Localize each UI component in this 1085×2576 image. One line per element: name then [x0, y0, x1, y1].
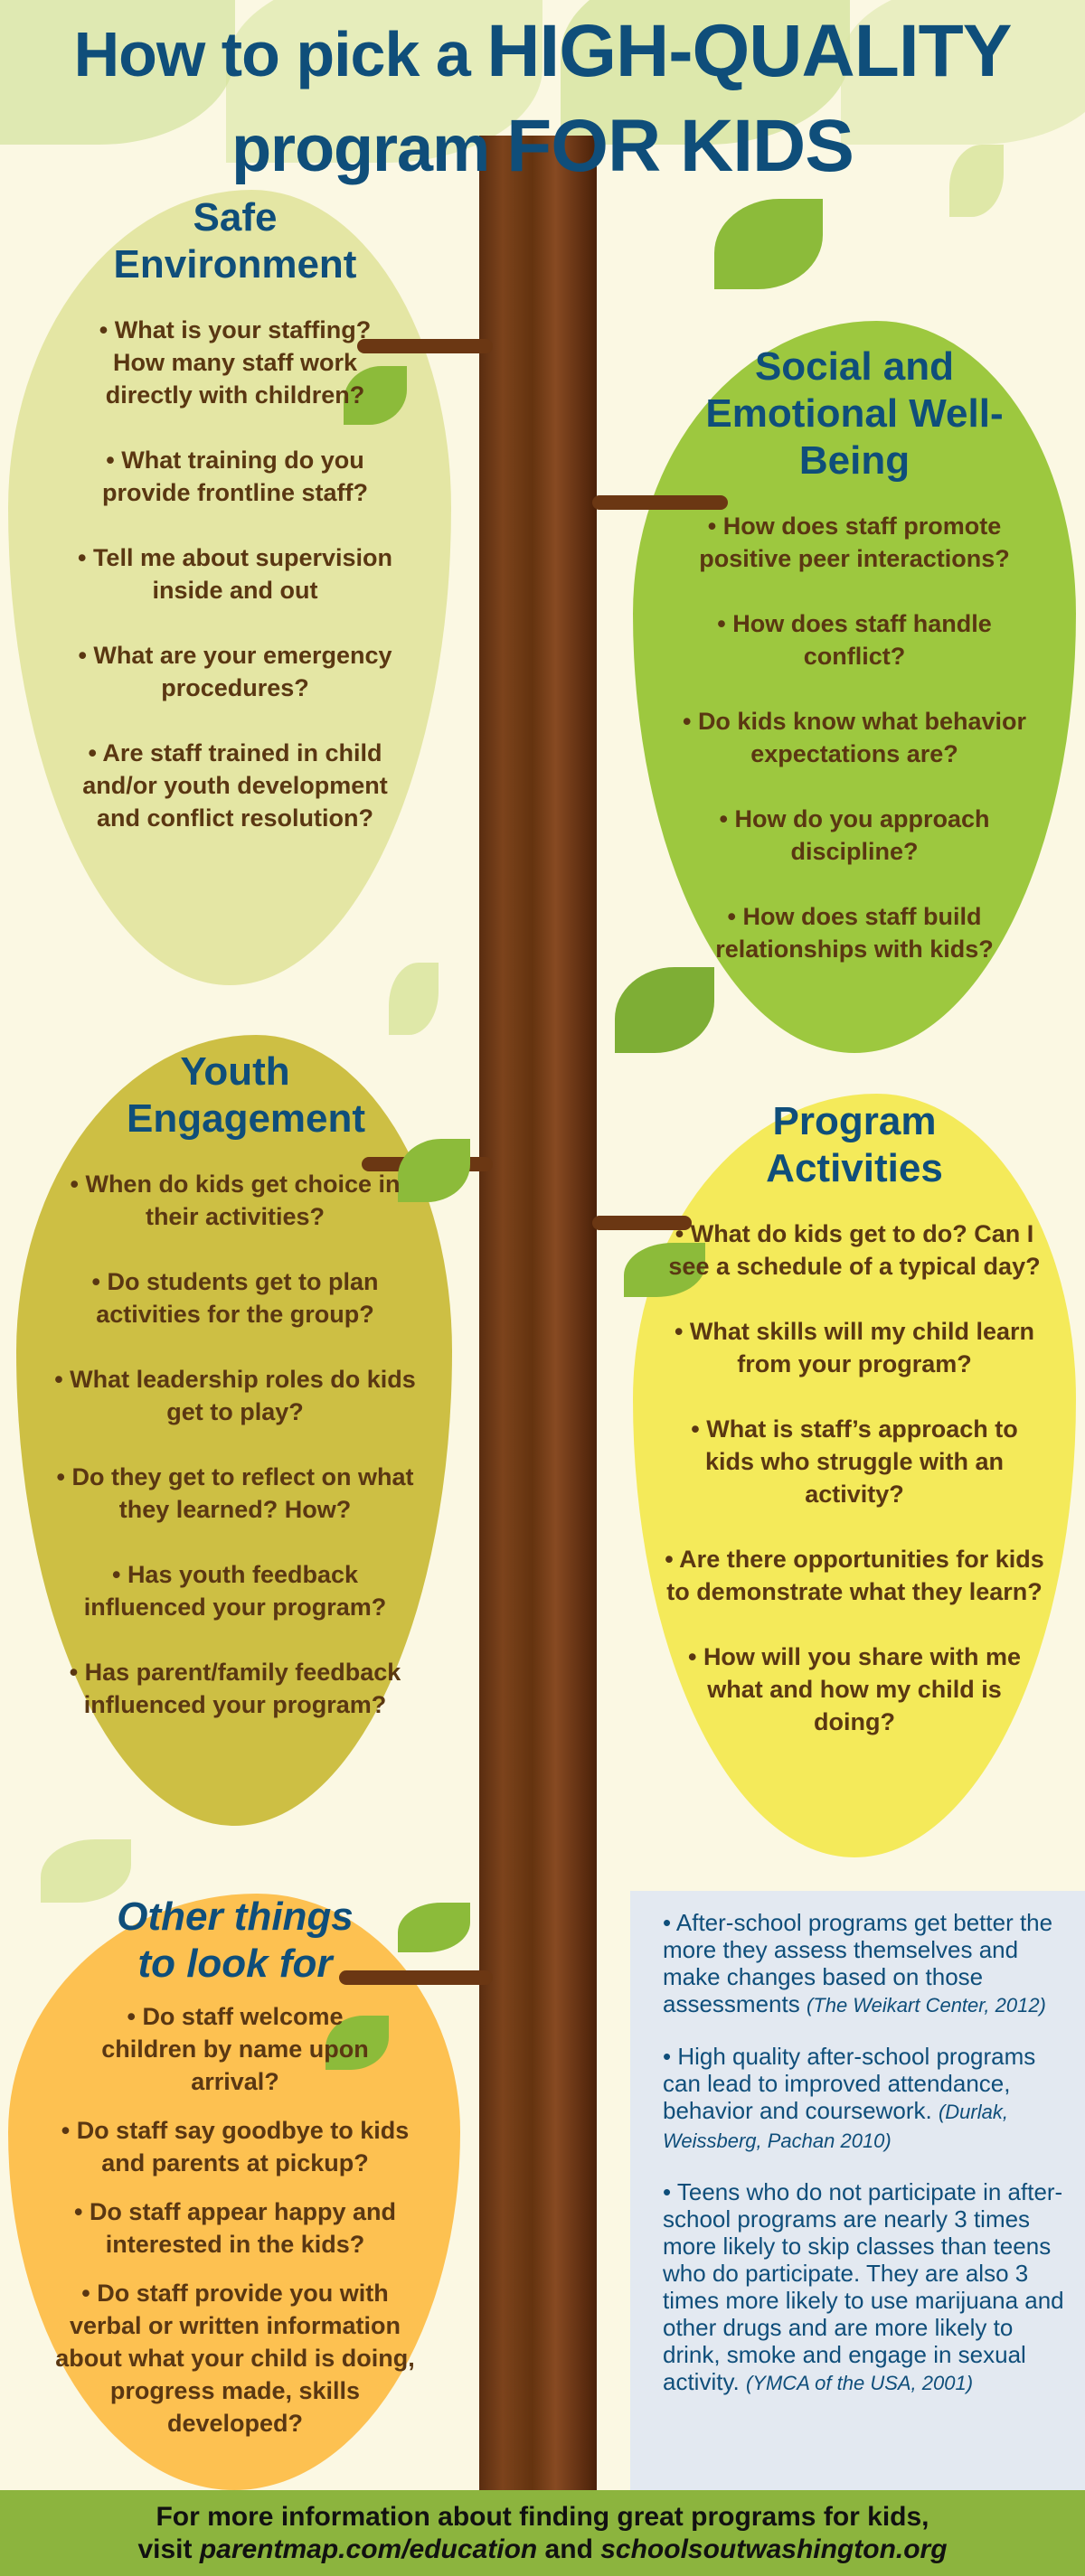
- question: • How does staff promote positive peer i…: [699, 512, 1010, 572]
- section-heading: Safe Environment: [113, 195, 357, 287]
- question: • Are there opportunities for kids to de…: [665, 1546, 1044, 1605]
- branch: [592, 1216, 692, 1230]
- question: • Has parent/family feedback influenced …: [69, 1659, 401, 1718]
- leaf-safe-environment: [8, 190, 451, 985]
- question: • What do kids get to do? Can I see a sc…: [668, 1220, 1041, 1280]
- stat-item: • After-school programs get better the m…: [663, 1909, 1053, 2017]
- question: • Has youth feedback influenced your pro…: [83, 1561, 387, 1621]
- stat-item: • Teens who do not participate in after-…: [663, 2178, 1064, 2395]
- branch: [592, 495, 728, 510]
- section-heading: Social and Emotional Well-Being: [705, 344, 1004, 483]
- title-line-1: How to pick a HIGH-QUALITY: [73, 10, 1013, 92]
- parentmap-link[interactable]: parentmap.com/education: [199, 2534, 538, 2564]
- section-safe-environment: Safe Environment • What is your staffing…: [72, 194, 398, 867]
- question: • What is your staffing? How many staff …: [99, 316, 372, 409]
- stat-item: • High quality after-school programs can…: [663, 2043, 1036, 2152]
- question: • How do you approach discipline?: [719, 805, 990, 865]
- footer-line-2: visit parentmap.com/education and school…: [137, 2534, 948, 2564]
- leaf-decoration: [714, 199, 823, 289]
- question: • What are your emergency procedures?: [78, 642, 392, 701]
- section-youth-engagement: Youth Engagement • When do kids get choi…: [54, 1048, 416, 1753]
- section-other-things: Other things to look for • Do staff welc…: [45, 1894, 425, 2472]
- question: • What skills will my child learn from y…: [674, 1318, 1035, 1377]
- question: • Are staff trained in child and/or yout…: [82, 739, 388, 832]
- branch: [357, 339, 493, 353]
- question: • When do kids get choice in their activ…: [70, 1170, 401, 1230]
- leaf-program-activities: [633, 1094, 1076, 1857]
- footer: For more information about finding great…: [0, 2490, 1085, 2576]
- footer-line-1: For more information about finding great…: [156, 2502, 929, 2532]
- schoolsout-link[interactable]: schoolsoutwashington.org: [600, 2534, 948, 2564]
- question: • What is staff’s approach to kids who s…: [691, 1415, 1018, 1508]
- question: • How will you share with me what and ho…: [687, 1643, 1022, 1735]
- tree-trunk: [479, 136, 597, 2504]
- question: • Tell me about supervision inside and o…: [77, 544, 393, 604]
- question: • Do staff appear happy and interested i…: [73, 2198, 396, 2258]
- question: • How does staff handle conflict?: [717, 610, 992, 670]
- section-social-emotional: Social and Emotional Well-Being • How do…: [669, 343, 1040, 998]
- question: • Do staff provide you with verbal or wr…: [55, 2280, 415, 2437]
- section-heading: Program Activities: [766, 1099, 943, 1190]
- section-heading: Youth Engagement: [127, 1049, 366, 1141]
- question: • Do kids know what behavior expectation…: [682, 708, 1027, 767]
- leaf-other-things: [8, 1894, 460, 2490]
- question: • Do staff say goodbye to kids and paren…: [61, 2117, 410, 2176]
- question: • Do students get to plan activities for…: [91, 1268, 379, 1328]
- branch: [339, 1970, 493, 1985]
- canopy-leaf: [841, 0, 1085, 145]
- question: • What leadership roles do kids get to p…: [54, 1366, 416, 1425]
- leaf-social-emotional: [633, 321, 1076, 1053]
- question: • What training do you provide frontline…: [101, 447, 368, 506]
- statistics-box: • After-school programs get better the m…: [630, 1891, 1085, 2490]
- section-program-activities: Program Activities • What do kids get to…: [665, 1098, 1044, 1771]
- question: • Do staff welcome children by name upon…: [101, 2003, 369, 2095]
- leaf-decoration: [389, 963, 439, 1035]
- question: • How does staff build relationships wit…: [715, 903, 994, 963]
- title-line-2: program FOR KIDS: [231, 105, 854, 187]
- canopy-leaf: [561, 0, 850, 145]
- section-heading: Other things to look for: [117, 1894, 354, 1986]
- question: • Do they get to reflect on what they le…: [56, 1463, 414, 1523]
